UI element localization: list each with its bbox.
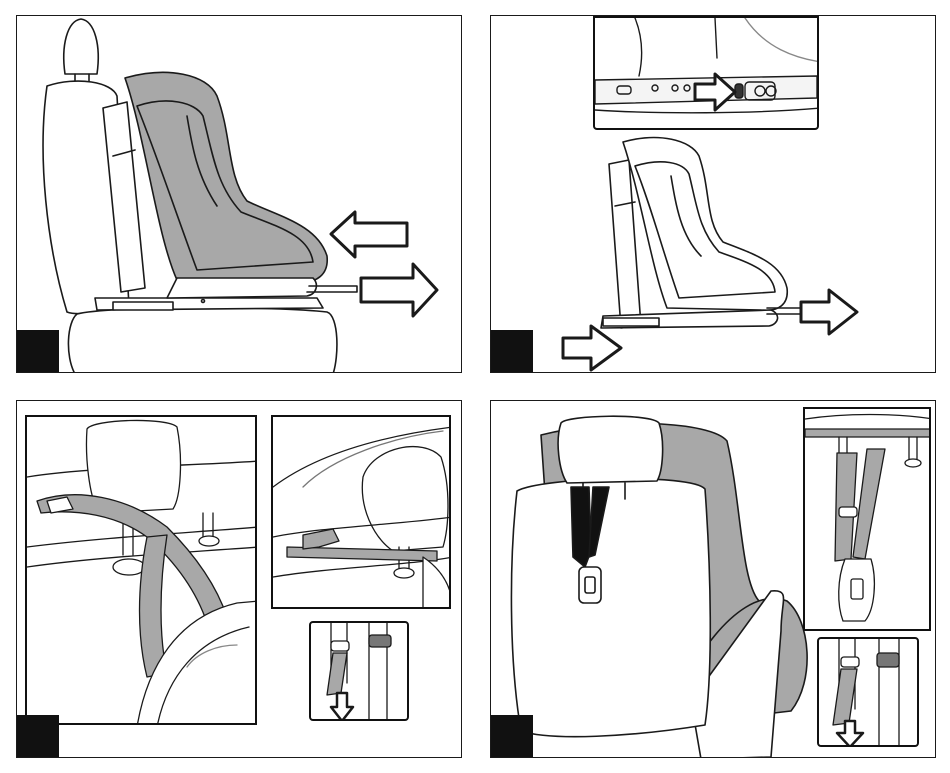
strap-tighten-inset bbox=[817, 637, 919, 747]
step-number-marker bbox=[491, 330, 533, 372]
release-button-detail-illustration bbox=[595, 18, 819, 130]
anchor-point-inset bbox=[271, 415, 451, 609]
panel-2-release-and-slide bbox=[490, 15, 936, 373]
strap-tighten-illustration bbox=[311, 623, 409, 721]
tether-over-headrest-inset bbox=[25, 415, 257, 725]
seat-slide-forward-arrow-icon bbox=[331, 212, 407, 257]
panel-1-illustration bbox=[17, 16, 462, 373]
vehicle-seat-cushion bbox=[68, 308, 337, 373]
step-number-marker bbox=[491, 715, 533, 757]
panel-3-top-tether-routing bbox=[16, 400, 462, 758]
tether-strap bbox=[571, 487, 591, 567]
step-number-marker bbox=[17, 715, 59, 757]
step-number-marker bbox=[17, 330, 59, 372]
strap-pull-down-arrow-icon bbox=[331, 693, 353, 721]
vehicle-headrest bbox=[558, 416, 663, 483]
strap-tighten-inset bbox=[309, 621, 409, 721]
hook-attach-detail-inset bbox=[803, 407, 931, 631]
tether-over-headrest-illustration bbox=[27, 417, 257, 725]
vehicle-headrest bbox=[64, 19, 98, 74]
strap-pull-down-arrow-icon bbox=[837, 721, 863, 747]
panel-1-seat-recline-adjust bbox=[16, 15, 462, 373]
vehicle-seatback bbox=[511, 479, 710, 737]
strap-tighten-illustration bbox=[819, 639, 919, 747]
release-button-detail-inset bbox=[593, 16, 819, 130]
panel-4-tether-hook-attach bbox=[490, 400, 936, 758]
seat-slide-back-arrow-icon bbox=[361, 264, 437, 316]
seat-slide-back-arrow-icon bbox=[801, 290, 857, 334]
hook-attach-detail-illustration bbox=[805, 409, 931, 631]
tether-strap bbox=[327, 653, 347, 695]
tether-strap bbox=[833, 669, 857, 725]
anchor-point-illustration bbox=[273, 417, 451, 609]
push-arrow-icon bbox=[563, 326, 621, 370]
